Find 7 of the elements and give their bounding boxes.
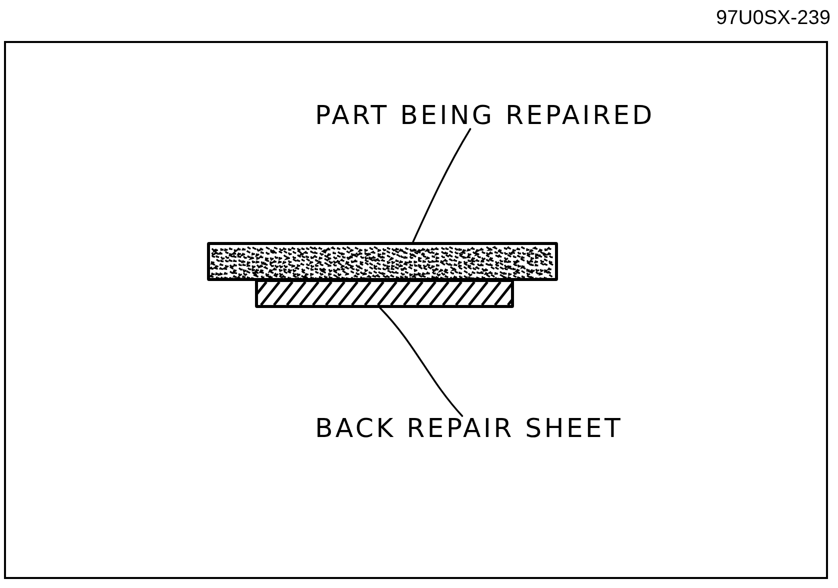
part-label: PART BEING REPAIRED xyxy=(315,103,655,129)
leader-line xyxy=(412,128,472,243)
leader-line xyxy=(379,307,464,417)
hatched-sheet xyxy=(255,279,514,308)
figure-code: 97U0SX-239 xyxy=(716,8,831,28)
textured-panel xyxy=(207,242,558,281)
sheet-label: BACK REPAIR SHEET xyxy=(315,416,623,442)
